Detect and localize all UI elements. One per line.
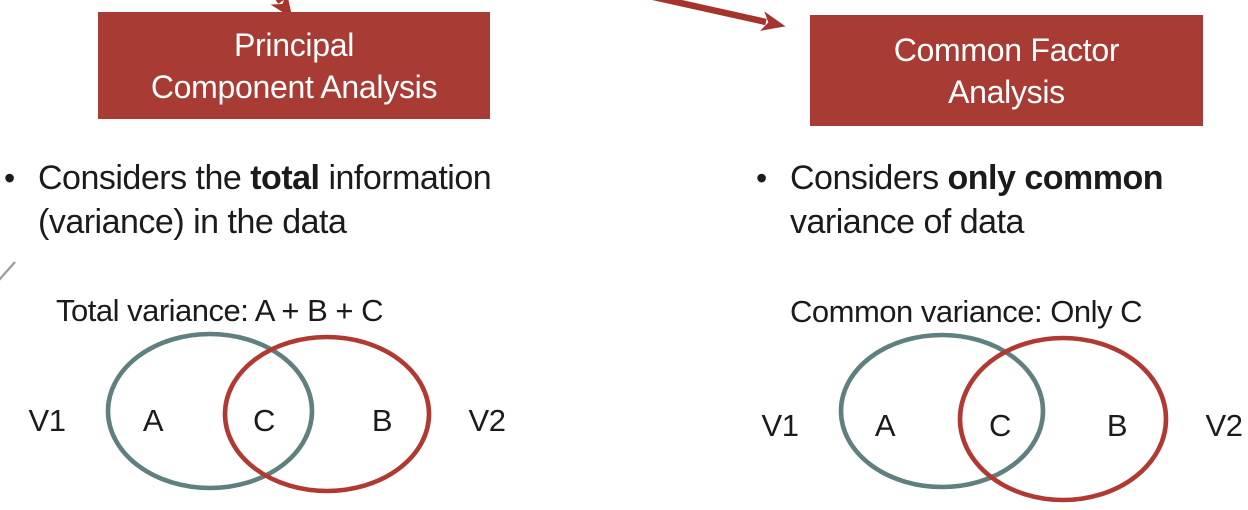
cfa-v2-ellipse xyxy=(957,335,1169,503)
pca-label-a: A xyxy=(143,403,164,438)
pca-bullet-text: Considers the total information (varianc… xyxy=(38,156,492,244)
cfa-venn-diagram: V1 A C B V2 xyxy=(762,332,1243,503)
pca-venn-diagram: V1 A C B V2 xyxy=(29,331,506,494)
cfa-label-b: B xyxy=(1107,408,1127,443)
cfa-variance-label: Common variance: Only C xyxy=(790,294,1143,329)
cfa-title-line1: Common Factor xyxy=(893,31,1120,68)
pca-variance-label: Total variance: A + B + C xyxy=(56,293,383,328)
cfa-bullet-text: Considers only common variance of data xyxy=(790,156,1164,244)
pca-bullet-lead: Considers the xyxy=(38,159,251,197)
pca-v2-ellipse xyxy=(222,334,432,494)
stray-gray-line xyxy=(0,261,16,281)
bullet-dot: • xyxy=(4,160,15,196)
pca-label-v2: V2 xyxy=(469,403,506,438)
cfa-label-v1: V1 xyxy=(762,408,799,443)
pca-label-v1: V1 xyxy=(29,403,66,438)
cfa-v1-ellipse xyxy=(838,332,1046,490)
pca-title-line2: Component Analysis xyxy=(150,68,438,105)
pca-title-line1: Principal xyxy=(233,26,355,63)
cfa-bullet-line2: variance of data xyxy=(790,203,1024,241)
arrow-to-pca-box xyxy=(270,0,293,19)
pca-label-b: B xyxy=(372,403,392,438)
cfa-bullet-lead: Considers xyxy=(790,159,948,197)
cfa-title-box: Common Factor Analysis xyxy=(810,15,1203,126)
cfa-label-a: A xyxy=(875,408,896,443)
bullet-dot: • xyxy=(756,160,767,196)
pca-bullet-item: • Considers the total information (varia… xyxy=(4,156,492,244)
cfa-bullet-item: • Considers only common variance of data xyxy=(756,156,1164,244)
pca-label-c: C xyxy=(253,403,275,438)
pca-v1-ellipse xyxy=(105,331,315,491)
pca-bullet-tail: information xyxy=(319,159,492,197)
pca-bullet-line1: Considers the total information xyxy=(38,156,492,200)
pca-bullet-emphasis: total xyxy=(250,159,320,197)
cfa-label-c: C xyxy=(989,408,1011,443)
arrow-to-cfa-box xyxy=(652,0,786,31)
cfa-label-v2: V2 xyxy=(1206,408,1243,443)
cfa-title-line2: Analysis xyxy=(948,73,1065,110)
pca-bullet-line2: (variance) in the data xyxy=(38,203,347,241)
cfa-bullet-line1: Considers only common xyxy=(790,156,1164,200)
pca-title-box: Principal Component Analysis xyxy=(98,12,490,119)
cfa-bullet-emphasis: only common xyxy=(947,159,1164,197)
